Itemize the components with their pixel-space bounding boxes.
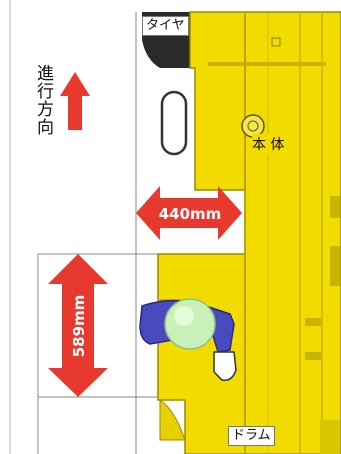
grid-lines: [37, 12, 245, 454]
vertical-dimension-label: 589mm: [70, 295, 88, 358]
direction-label: 進行方向: [33, 64, 53, 136]
person-icon: [139, 298, 237, 382]
arrow-up-icon: [60, 72, 90, 130]
drum-label: ドラム: [228, 426, 275, 446]
handle-loop: [160, 90, 188, 156]
tire-label: タイヤ: [142, 16, 189, 36]
drum-edge: [159, 399, 186, 441]
body-knob-inner: [247, 120, 259, 132]
vertical-dimension-arrow: [48, 254, 108, 397]
horizontal-dimension-label: 440mm: [159, 205, 222, 223]
body-label: 本 体: [252, 134, 285, 154]
horizontal-dimension-arrow: [136, 186, 242, 240]
